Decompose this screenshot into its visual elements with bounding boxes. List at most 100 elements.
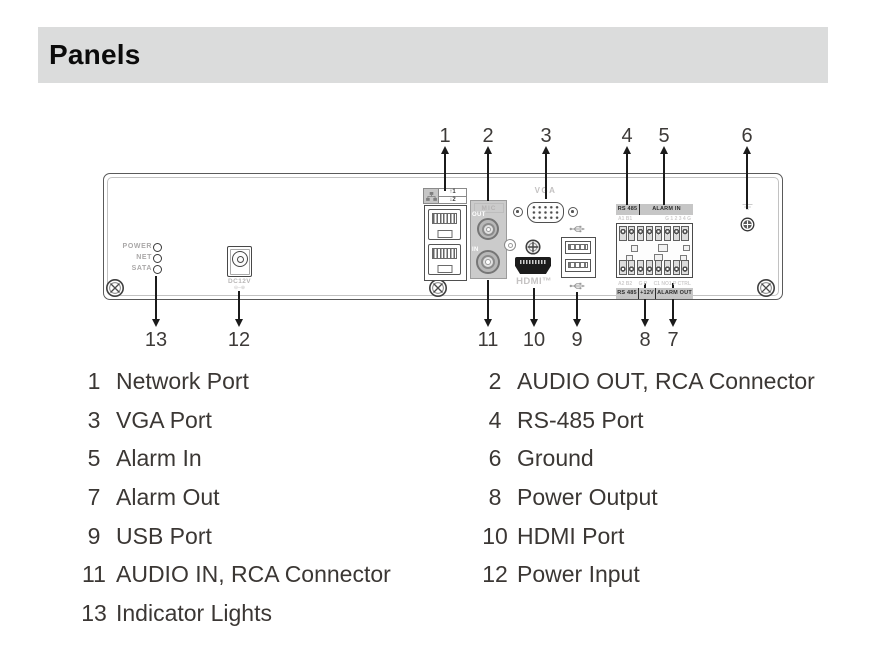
power-input-label: DC12V [228,278,251,285]
legend-label: AUDIO IN, RCA Connector [116,561,391,588]
legend-number: 3 [87,406,101,433]
callout-line [746,153,748,209]
pin-labels: G P [638,281,648,287]
callout-arrow [573,319,581,327]
ground-screw [740,217,754,231]
callout-line [626,153,628,205]
callout-line [644,283,646,319]
network-port [424,205,467,281]
callout-line [487,280,489,319]
polarity-icon: ⊖–⊕ [233,285,246,291]
terminal-bottom-strip: RS 485 +12V ALARM OUT [616,288,693,299]
audio-out-label: OUT [472,212,486,218]
legend-item: 7 Alarm Out [74,478,391,517]
legend-label: RS-485 Port [517,406,644,433]
rj45-jack-2 [428,244,461,275]
callout-number-11: 11 [477,329,499,351]
audio-in-rca-pin [485,259,491,265]
power-12v-strip-label: +12V [639,288,656,299]
legend-label: Power Output [517,483,658,510]
callout-arrow [641,319,649,327]
legend-label: Network Port [116,367,249,394]
indicator-label-net: NET [136,254,152,261]
callout-number-7: 7 [667,329,679,351]
callout-arrow [484,146,492,154]
callout-line [545,153,547,199]
callout-line [663,153,665,205]
legend-label: Alarm In [116,445,202,472]
legend-label: USB Port [116,522,212,549]
usb-port [561,237,596,278]
legend-item: 6 Ground [475,439,815,478]
screw-icon [757,279,775,297]
callout-number-9: 9 [571,329,583,351]
section-header: Panels [38,27,828,83]
callout-arrow [530,319,538,327]
callout-arrow [235,319,243,327]
callout-number-13: 13 [144,329,168,351]
vga-label: VGA [527,186,564,195]
legend-item: 13 Indicator Lights [74,594,391,633]
power-led [153,242,162,252]
network-direction-labels: ↑1 ↓2 [439,189,466,203]
chassis-inner-line [107,177,779,296]
legend-number: 10 [482,522,508,549]
terminal-top-strip: RS 485 ALARM IN [616,204,693,215]
usb-icon [569,282,585,290]
hdmi-port [515,257,551,274]
hdmi-label: HDMI™ [516,276,552,287]
page-title: Panels [49,39,141,70]
legend-item: 5 Alarm In [74,439,391,478]
pin-labels: C1 NO1 P CTRL [653,281,691,287]
vga-screw-hole [568,207,578,217]
callout-arrow [484,319,492,327]
legend-number: 7 [87,483,101,510]
legend-number: 8 [488,483,502,510]
rs485-strip-label: RS 485 [616,288,639,299]
vga-screw-hole [513,207,523,217]
legend-number: 4 [488,406,502,433]
usb-icon [569,225,585,233]
indicator-label-power: POWER [122,243,152,250]
net-led [153,253,162,263]
legend-item: 4 RS-485 Port [475,401,815,440]
legend-number: 9 [87,522,101,549]
callout-line [672,283,674,319]
callout-number-3: 3 [540,125,552,147]
legend-label: Indicator Lights [116,599,272,626]
audio-in-label: IN [472,247,479,253]
callout-line [576,292,578,319]
callout-number-12: 12 [227,329,251,351]
terminal-row-top [619,226,689,241]
callout-line [533,288,535,319]
pin-labels: G 1 2 3 4 G [665,216,691,222]
legend-number: 12 [482,561,508,588]
callout-number-2: 2 [482,125,494,147]
legend-right-column: 2 AUDIO OUT, RCA Connector 4 RS-485 Port… [475,362,815,594]
legend-label: Alarm Out [116,483,220,510]
power-barrel-jack [231,251,248,267]
callout-number-10: 10 [522,329,546,351]
alarm-in-strip-label: ALARM IN [652,206,681,212]
phillips-screw-icon [524,238,541,255]
legend-item: 10 HDMI Port [475,517,815,556]
legend-number: 11 [82,561,106,588]
callout-line [238,291,240,319]
legend-label: HDMI Port [517,522,625,549]
rj45-jack-1 [428,209,461,240]
legend-number: 1 [87,367,101,394]
callout-line [444,153,446,191]
audio-out-rca-pin [485,226,491,232]
downlink-label: ↓2 [449,197,456,203]
terminal-bottom-pin-labels: A2 B2 G P C1 NO1 P CTRL [616,280,693,288]
legend-label: Power Input [517,561,640,588]
sata-led [153,264,162,274]
legend-item: 3 VGA Port [74,401,391,440]
callout-arrow [660,146,668,154]
callout-line [487,153,489,201]
legend-number: 13 [81,599,107,626]
legend-item: 2 AUDIO OUT, RCA Connector [475,362,815,401]
terminal-top-pin-labels: A1 B1 G 1 2 3 4 G [616,215,693,223]
mount-hole-center [507,242,513,248]
